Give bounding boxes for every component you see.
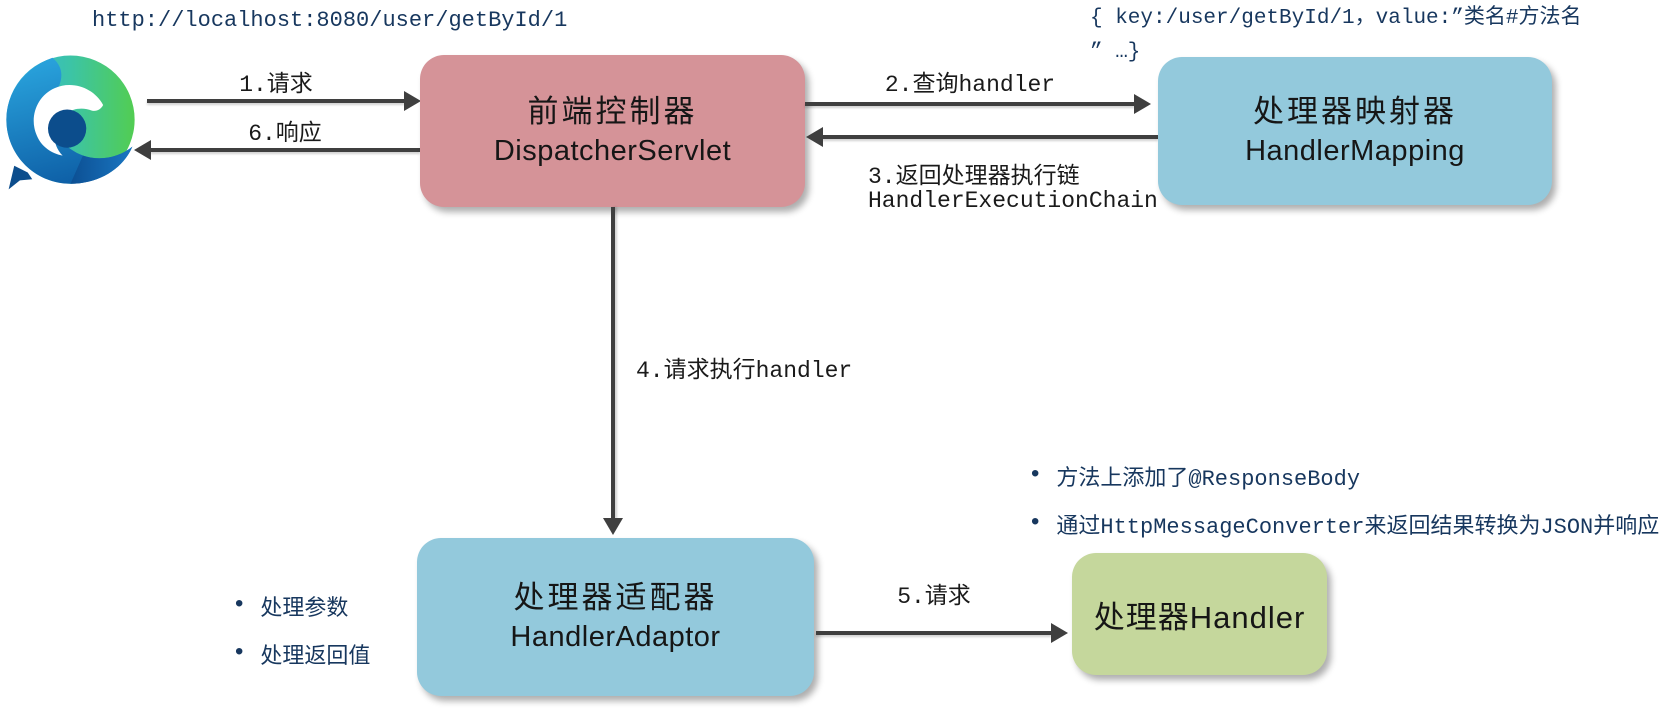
arrow-step1-line	[147, 91, 421, 111]
arrow-step1-head-icon	[404, 91, 421, 111]
arrow-step6-line	[134, 140, 420, 160]
node-dispatcher-servlet-title-en: DispatcherServlet	[493, 135, 732, 168]
arrow-step2-line	[805, 94, 1151, 114]
adaptor-note-2: 处理返回值	[260, 645, 371, 670]
arrow-step1-label: 1.请求	[239, 72, 313, 98]
arrow-step6-head-icon	[134, 140, 151, 160]
node-handler-adaptor-title-en: HandlerAdaptor	[510, 621, 721, 654]
node-handler-adaptor-title-cn: 处理器适配器	[513, 580, 718, 616]
arrow-step5-line	[816, 623, 1068, 643]
handler-note-2: 通过HttpMessageConverter来返回结果转换为JSON并响应	[1056, 515, 1660, 540]
handler-notes-list: • 方法上添加了@ResponseBody • 通过HttpMessageCon…	[1028, 452, 1659, 548]
arrow-step5-label: 5.请求	[897, 584, 971, 610]
arrow-step5-head-icon	[1051, 623, 1068, 643]
node-handler-mapping-title-cn: 处理器映射器	[1253, 94, 1457, 130]
bullet-icon: •	[232, 640, 247, 667]
list-item: • 处理参数	[232, 582, 370, 630]
node-handler-mapping: 处理器映射器 HandlerMapping	[1158, 57, 1552, 205]
node-handler-adaptor: 处理器适配器 HandlerAdaptor	[417, 538, 814, 696]
edge-browser-logo-icon	[6, 55, 135, 190]
bullet-icon: •	[1028, 462, 1043, 489]
arrow-step2-label: 2.查询handler	[884, 72, 1056, 98]
handler-note-1: 方法上添加了@ResponseBody	[1056, 467, 1361, 492]
arrow-step3-label-line2: HandlerExecutionChain	[868, 188, 1158, 214]
arrow-step3-label-line1: 3.返回处理器执行链	[868, 164, 1080, 190]
bullet-icon: •	[1028, 510, 1043, 537]
node-handler-mapping-title-en: HandlerMapping	[1245, 135, 1465, 168]
adaptor-notes-list: • 处理参数 • 处理返回值	[232, 582, 370, 678]
arrow-step3-head-icon	[806, 127, 823, 147]
arrow-step3-line	[806, 127, 1158, 147]
node-dispatcher-servlet-title-cn: 前端控制器	[527, 94, 698, 130]
node-handler: 处理器Handler	[1072, 553, 1327, 675]
adaptor-note-1: 处理参数	[260, 597, 349, 622]
arrow-step2-head-icon	[1134, 94, 1151, 114]
arrow-step4-line	[603, 207, 623, 535]
arrow-step4-head-icon	[603, 518, 623, 535]
handler-mapping-note-line2: ” …}	[1090, 41, 1141, 64]
list-item: • 通过HttpMessageConverter来返回结果转换为JSON并响应	[1028, 500, 1659, 548]
list-item: • 处理返回值	[232, 630, 370, 678]
browser-url-text: http://localhost:8080/user/getById/1	[92, 8, 568, 33]
bullet-icon: •	[232, 592, 247, 619]
arrow-step4-label: 4.请求执行handler	[636, 358, 853, 384]
list-item: • 方法上添加了@ResponseBody	[1028, 452, 1659, 500]
handler-mapping-note-line1: { key:/user/getById/1，value:”类名#方法名	[1090, 7, 1582, 30]
arrow-step6-label: 6.响应	[248, 121, 322, 147]
handler-mapping-note: { key:/user/getById/1，value:”类名#方法名 ” …}	[1090, 2, 1581, 70]
node-handler-title: 处理器Handler	[1093, 599, 1306, 635]
node-dispatcher-servlet: 前端控制器 DispatcherServlet	[420, 55, 805, 207]
